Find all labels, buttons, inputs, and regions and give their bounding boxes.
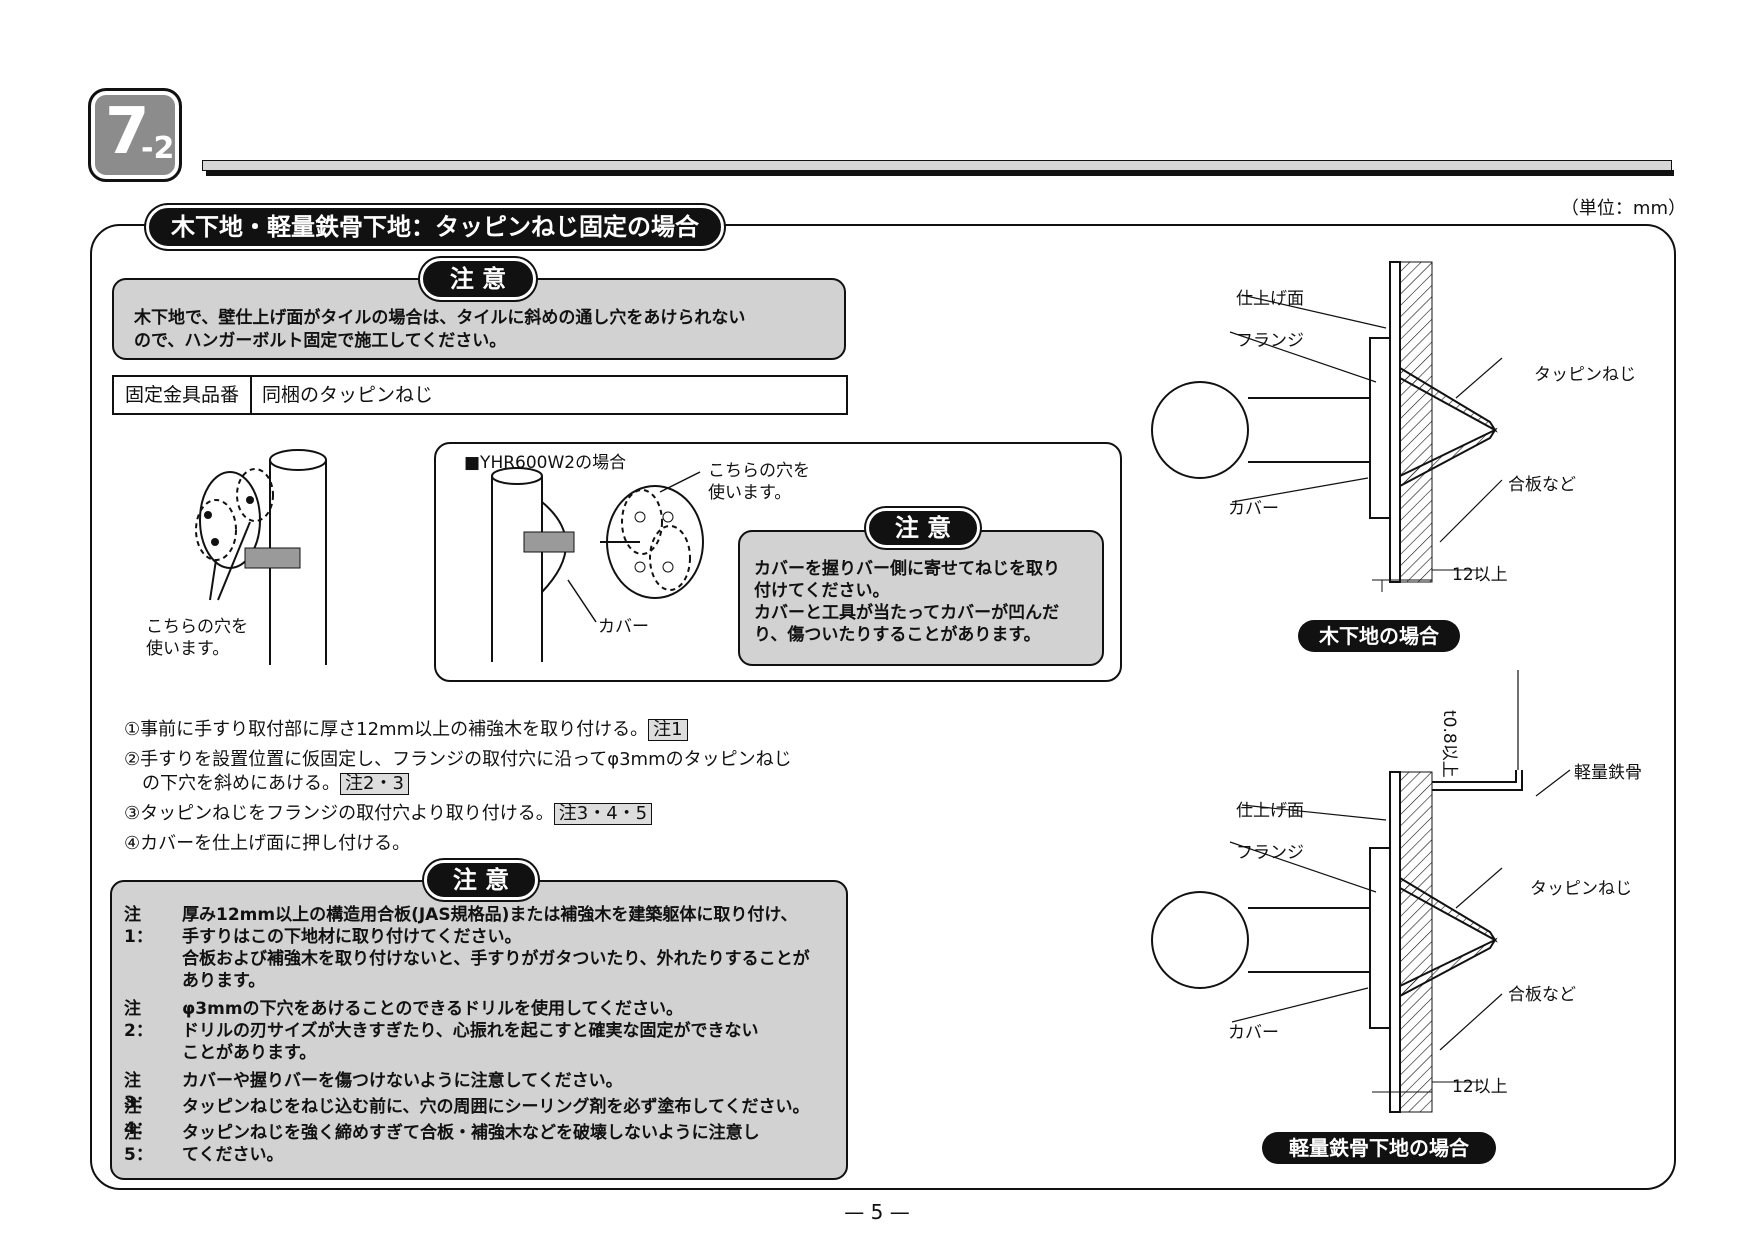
steel-caption: 軽量鉄骨下地の場合 (1262, 1132, 1496, 1164)
step-1-tag: 注1 (648, 719, 688, 741)
wood-cover-label: カバー (1228, 499, 1279, 519)
badge-sub: -2 (141, 131, 175, 166)
step-2: ②手すりを設置位置に仮固定し、フランジの取付穴に沿ってφ3mmのタッピンねじ (124, 749, 792, 770)
caution-label-2: 注 意 (866, 508, 980, 548)
steel-plywood-label: 合板など (1508, 985, 1576, 1005)
fixture-label: 固定金具品番 (114, 377, 252, 413)
fig1-label-1: こちらの穴を (146, 617, 248, 637)
steel-thickness-label: t0.8以上 (1439, 710, 1459, 778)
wood-diagram (1151, 261, 1503, 592)
fig2-title: ■YHR600W2の場合 (464, 453, 627, 473)
figure-bracket-holes (195, 449, 327, 665)
fig2-label-2: 使います。 (708, 483, 792, 503)
steel-steel-label: 軽量鉄骨 (1574, 763, 1642, 783)
section-title: 木下地・軽量鉄骨下地：タッピンねじ固定の場合 (146, 205, 724, 249)
step-2-tag: 注2・3 (340, 773, 409, 795)
step-4: ④カバーを仕上げ面に押し付ける。 (124, 833, 411, 854)
notes-box: 注1： 厚み12mm以上の構造用合板(JAS規格品)または補強木を建築躯体に取り… (110, 880, 848, 1180)
steel-dim-label: 12以上 (1452, 1077, 1508, 1097)
step-3-tag: 注3・4・5 (553, 803, 653, 825)
steel-flange-label: フランジ (1236, 843, 1304, 863)
wood-finish-label: 仕上げ面 (1236, 289, 1304, 309)
steel-finish-label: 仕上げ面 (1236, 801, 1304, 821)
section-badge: 7 -2 (88, 88, 182, 182)
header-rule-shadow (206, 170, 1674, 176)
caution-line-2: ので、ハンガーボルト固定で施工してください。 (134, 331, 507, 351)
fig2-label-1: こちらの穴を (708, 461, 810, 481)
page-number: — 5 — (844, 1200, 910, 1224)
wood-flange-label: フランジ (1236, 331, 1304, 351)
badge-number: 7 (105, 95, 150, 169)
wood-plywood-label: 合板など (1508, 475, 1576, 495)
wood-caption: 木下地の場合 (1298, 620, 1460, 652)
caution-line-1: 木下地で、壁仕上げ面がタイルの場合は、タイルに斜めの通し穴をあけられない (134, 308, 746, 328)
caution2-line-4: り、傷ついたりすることがあります。 (754, 625, 1041, 645)
caution2-line-2: 付けてください。 (754, 581, 890, 601)
caution-box-2: カバーを握りバー側に寄せてねじを取り 付けてください。 カバーと工具が当たってカ… (738, 530, 1104, 666)
fig2-cover-label: カバー (598, 617, 649, 637)
step-2-cont: の下穴を斜めにあける。注2・3 (124, 772, 409, 796)
figure-yhr600w2-box (434, 442, 1122, 682)
fixture-table: 固定金具品番 同梱のタッピンねじ (112, 375, 848, 415)
cross-section-diagrams (1151, 261, 1571, 1113)
caution-box-1: 木下地で、壁仕上げ面がタイルの場合は、タイルに斜めの通し穴をあけられない ので、… (112, 278, 846, 360)
steel-screw-label: タッピンねじ (1530, 879, 1632, 899)
steel-diagram (1151, 670, 1571, 1113)
caution-label-3: 注 意 (424, 860, 538, 900)
fixture-value: 同梱のタッピンねじ (262, 384, 434, 406)
steel-cover-label: カバー (1228, 1023, 1279, 1043)
caution2-line-1: カバーを握りバー側に寄せてねじを取り (754, 559, 1060, 579)
step-3: ③タッピンねじをフランジの取付穴より取り付ける。注3・4・5 (124, 802, 653, 826)
content-frame (90, 224, 1676, 1190)
step-1: ①事前に手すり取付部に厚さ12mm以上の補強木を取り付ける。注1 (124, 718, 688, 742)
wood-screw-label: タッピンねじ (1534, 365, 1636, 385)
caution-label-1: 注 意 (420, 258, 536, 300)
caution2-line-3: カバーと工具が当たってカバーが凹んだ (754, 603, 1060, 623)
figure-yhr600w2 (491, 467, 704, 662)
unit-label: （単位：mm） (1560, 198, 1686, 219)
fig1-label-2: 使います。 (146, 639, 230, 659)
wood-dim-label: 12以上 (1452, 565, 1508, 585)
